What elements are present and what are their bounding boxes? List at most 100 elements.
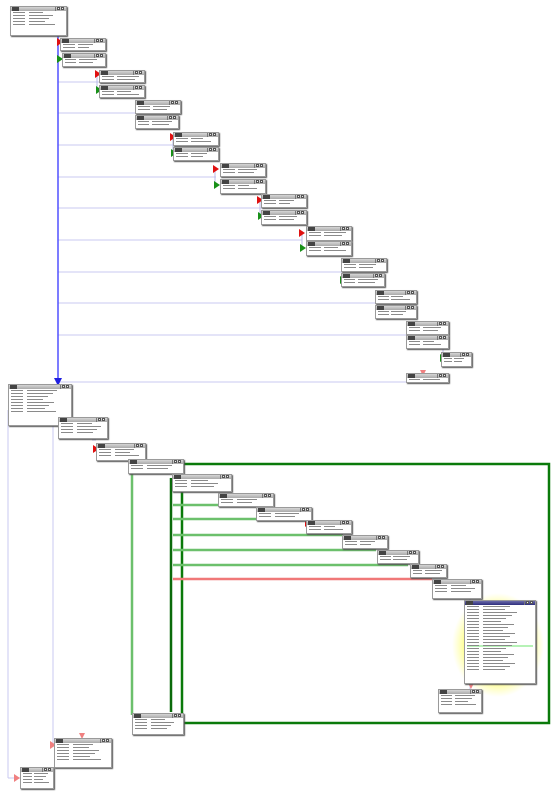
frame-node[interactable]: [377, 550, 419, 564]
expand-icon[interactable]: [462, 353, 465, 356]
close-icon[interactable]: [476, 580, 479, 583]
expand-icon[interactable]: [297, 195, 300, 198]
frame-node[interactable]: [218, 493, 274, 507]
close-icon[interactable]: [466, 353, 469, 356]
frame-node[interactable]: [135, 100, 181, 114]
expand-icon[interactable]: [102, 739, 105, 742]
frame-node[interactable]: [406, 321, 449, 335]
expand-icon[interactable]: [407, 306, 410, 309]
expand-icon[interactable]: [256, 164, 259, 167]
close-icon[interactable]: [346, 521, 349, 524]
frame-node[interactable]: [306, 241, 352, 256]
expand-icon[interactable]: [378, 536, 381, 539]
frame-node[interactable]: [173, 132, 219, 146]
expand-icon[interactable]: [209, 133, 212, 136]
expand-icon[interactable]: [44, 768, 47, 771]
frame-node-titlebar[interactable]: [376, 291, 416, 295]
frame-node[interactable]: [132, 713, 184, 735]
frame-node[interactable]: [96, 443, 146, 461]
expand-icon[interactable]: [439, 374, 442, 377]
close-icon[interactable]: [530, 601, 533, 604]
frame-node[interactable]: [99, 85, 145, 98]
close-icon[interactable]: [106, 739, 109, 742]
close-icon[interactable]: [381, 259, 384, 262]
close-icon[interactable]: [443, 322, 446, 325]
frame-node-titlebar[interactable]: [174, 148, 218, 152]
frame-node-titlebar[interactable]: [407, 336, 448, 340]
frame-node-titlebar[interactable]: [407, 322, 448, 326]
frame-node[interactable]: [128, 459, 184, 474]
frame-node[interactable]: [464, 600, 536, 684]
close-icon[interactable]: [66, 385, 69, 388]
frame-node-titlebar[interactable]: [129, 460, 183, 464]
close-icon[interactable]: [268, 494, 271, 497]
close-icon[interactable]: [102, 418, 105, 421]
frame-node[interactable]: [20, 767, 54, 789]
frame-node-titlebar[interactable]: [465, 601, 535, 605]
expand-icon[interactable]: [136, 444, 139, 447]
expand-icon[interactable]: [342, 227, 345, 230]
expand-icon[interactable]: [439, 322, 442, 325]
frame-node[interactable]: [410, 564, 447, 578]
expand-icon[interactable]: [96, 54, 99, 57]
close-icon[interactable]: [100, 39, 103, 42]
frame-node-titlebar[interactable]: [174, 133, 218, 137]
close-icon[interactable]: [476, 690, 479, 693]
frame-node-titlebar[interactable]: [173, 475, 231, 479]
frame-node[interactable]: [432, 579, 482, 599]
frame-node-titlebar[interactable]: [61, 39, 105, 43]
close-icon[interactable]: [443, 374, 446, 377]
close-icon[interactable]: [382, 536, 385, 539]
close-icon[interactable]: [139, 86, 142, 89]
frame-node[interactable]: [220, 163, 266, 177]
close-icon[interactable]: [411, 306, 414, 309]
frame-node-titlebar[interactable]: [262, 211, 306, 215]
expand-icon[interactable]: [96, 39, 99, 42]
expand-icon[interactable]: [174, 714, 177, 717]
frame-node[interactable]: [220, 179, 266, 194]
frame-node[interactable]: [375, 305, 417, 319]
close-icon[interactable]: [226, 475, 229, 478]
close-icon[interactable]: [346, 242, 349, 245]
frame-node-titlebar[interactable]: [433, 580, 481, 584]
expand-icon[interactable]: [407, 291, 410, 294]
close-icon[interactable]: [413, 551, 416, 554]
expand-icon[interactable]: [209, 148, 212, 151]
frame-node-titlebar[interactable]: [307, 242, 351, 246]
expand-icon[interactable]: [472, 580, 475, 583]
frame-node-titlebar[interactable]: [376, 306, 416, 310]
close-icon[interactable]: [260, 164, 263, 167]
expand-icon[interactable]: [302, 508, 305, 511]
frame-node[interactable]: [62, 53, 106, 67]
frame-node-titlebar[interactable]: [136, 101, 180, 105]
expand-icon[interactable]: [222, 475, 225, 478]
close-icon[interactable]: [178, 714, 181, 717]
close-icon[interactable]: [441, 565, 444, 568]
close-icon[interactable]: [100, 54, 103, 57]
close-icon[interactable]: [173, 116, 176, 119]
close-icon[interactable]: [61, 7, 64, 10]
frame-node-titlebar[interactable]: [97, 444, 145, 448]
close-icon[interactable]: [379, 274, 382, 277]
frame-node-titlebar[interactable]: [63, 54, 105, 58]
frame-node-titlebar[interactable]: [59, 418, 107, 422]
frame-node-titlebar[interactable]: [21, 768, 53, 772]
frame-node-titlebar[interactable]: [136, 116, 178, 120]
frame-node-titlebar[interactable]: [9, 385, 71, 389]
frame-node-titlebar[interactable]: [439, 690, 481, 694]
frame-node-titlebar[interactable]: [11, 7, 66, 11]
expand-icon[interactable]: [98, 418, 101, 421]
frame-node[interactable]: [342, 535, 388, 549]
frame-node-titlebar[interactable]: [307, 227, 351, 231]
expand-icon[interactable]: [377, 259, 380, 262]
expand-icon[interactable]: [256, 180, 259, 183]
frame-node-titlebar[interactable]: [262, 195, 306, 199]
close-icon[interactable]: [175, 101, 178, 104]
close-icon[interactable]: [301, 195, 304, 198]
frame-node[interactable]: [99, 70, 145, 83]
expand-icon[interactable]: [135, 71, 138, 74]
close-icon[interactable]: [213, 133, 216, 136]
frame-node[interactable]: [441, 352, 472, 367]
close-icon[interactable]: [306, 508, 309, 511]
expand-icon[interactable]: [342, 521, 345, 524]
